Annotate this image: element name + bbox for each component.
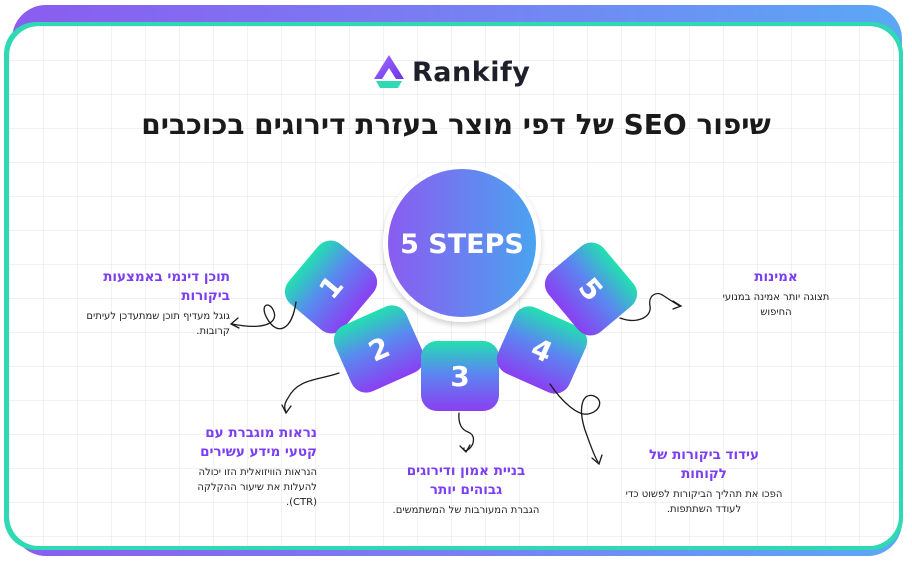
arrowhead-2 [281,404,292,415]
step-2-text: נראות מוגברת עם קטעי מידע עשירים הנראות … [175,424,317,510]
step-3-number: 3 [450,360,469,393]
page-title: שיפור SEO של דפי מוצר בעזרת דירוגים בכוכ… [141,108,771,141]
connector-arrow-4 [549,383,601,463]
step-4-heading: עידוד ביקורות של לקוחות [648,447,760,482]
step-2-heading: נראות מוגברת עם קטעי מידע עשירים [200,425,317,460]
step-5-heading: אמינות [754,269,798,285]
arrowhead-5 [672,300,683,310]
brand-logo: Rankify [372,52,542,92]
step-2-description: הנראות הוויזואלית הזו יכולה להעלות את שי… [197,467,317,508]
step-4-petal: 4 [496,306,588,394]
connector-arrow-2 [284,372,340,413]
arrowhead-1 [229,317,240,329]
step-4-description: הפכו את תהליך הביקורות לפשוט כדי לעודד ה… [625,489,783,515]
connector-arrow-5 [619,292,681,321]
arrowhead-3 [459,444,471,454]
arrowhead-4 [591,454,603,466]
step-1-text: תוכן דינמי באמצעות ביקורות גוגל מעדיף תו… [70,268,230,339]
rankify-logo-icon [374,55,404,88]
infographic-card [9,26,899,546]
step-1-petal: 1 [284,240,378,334]
connector-arrow-3 [458,412,475,452]
step-3-text: בניית אמון ודירוגים גבוהים יותר הגברת המ… [392,462,540,518]
brand-name: Rankify [412,56,531,88]
connector-arrow-1 [231,301,297,330]
step-4-text: עידוד ביקורות של לקוחות הפכו את תהליך הב… [624,446,784,517]
step-1-description: גוגל מעדיף תוכן שמתעדכן לעיתים קרובות. [86,311,230,337]
step-5-text: אמינות תצוגה יותר אמינה במנועי החיפוש [706,268,846,320]
step-5-description: תצוגה יותר אמינה במנועי החיפוש [722,292,830,318]
step-3-heading: בניית אמון ודירוגים גבוהים יותר [406,463,526,498]
hub-circle: 5 STEPS [383,164,541,322]
step-3-description: הגברת המעורבות של המשתמשים. [392,505,540,516]
step-3-petal: 3 [421,341,499,411]
step-2-petal: 2 [333,305,425,393]
step-5-petal: 5 [544,242,638,336]
step-1-heading: תוכן דינמי באמצעות ביקורות [103,269,230,304]
hub-label: 5 STEPS [400,229,524,260]
